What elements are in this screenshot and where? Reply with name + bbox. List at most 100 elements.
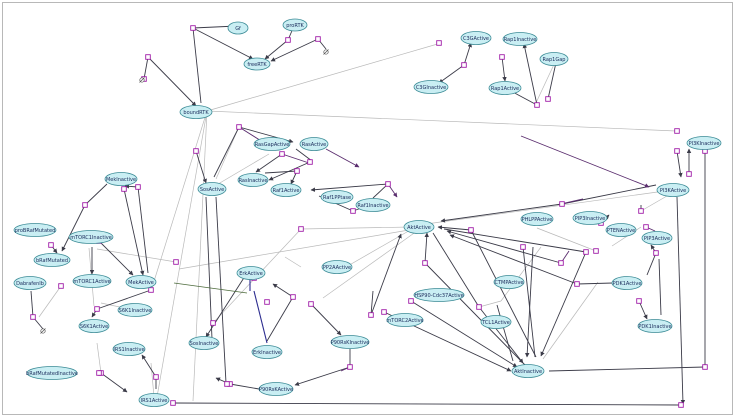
process-node[interactable] <box>643 224 649 230</box>
node-prortk[interactable]: proRTK <box>282 18 308 32</box>
node-sosinactive[interactable]: SosInactive <box>188 336 220 350</box>
process-node[interactable] <box>468 227 474 233</box>
process-node[interactable] <box>236 124 242 130</box>
node-p90rskactive[interactable]: P90RsKActive <box>258 382 294 396</box>
process-node[interactable] <box>290 294 296 300</box>
process-node[interactable] <box>193 148 199 154</box>
process-node[interactable] <box>686 171 692 177</box>
node-raf1pptase[interactable]: Raf1PPtase <box>320 190 354 204</box>
process-node[interactable] <box>173 259 179 265</box>
node-pi3kinactive[interactable]: PI3KInactive <box>686 136 722 150</box>
process-node[interactable] <box>148 287 154 293</box>
process-node[interactable] <box>30 314 36 320</box>
process-node[interactable] <box>294 168 300 174</box>
node-p90rskinactive[interactable]: P90RsKInactive <box>330 335 370 349</box>
process-node[interactable] <box>307 159 313 165</box>
process-node[interactable] <box>558 260 564 266</box>
process-node[interactable] <box>224 381 230 387</box>
node-brafmutated[interactable]: bRafMutated <box>33 253 71 267</box>
process-node[interactable] <box>436 40 442 46</box>
process-node[interactable] <box>545 96 551 102</box>
node-irs1inactive[interactable]: IRS1Inactive <box>112 342 146 356</box>
node-rap1active[interactable]: Rap1Active <box>488 81 522 95</box>
node-s6k1inactive[interactable]: S6K1Inactive <box>117 303 153 317</box>
node-hsp90active[interactable]: HSP90-Cdc37Active <box>413 288 465 302</box>
node-erkactive[interactable]: ErkActive <box>236 266 266 280</box>
node-pp2aactive[interactable]: PP2AActive <box>321 260 353 274</box>
node-rasactive[interactable]: RasActive <box>299 137 329 151</box>
process-node[interactable] <box>285 37 291 43</box>
process-node[interactable] <box>385 181 391 187</box>
process-node[interactable] <box>94 306 100 312</box>
process-node[interactable] <box>96 370 102 376</box>
node-raf1active[interactable]: Raf1Active <box>270 183 302 197</box>
node-aktinactive[interactable]: AktInactive <box>511 364 545 378</box>
node-erkinactive[interactable]: ErkInactive <box>251 345 283 359</box>
process-node[interactable] <box>702 364 708 370</box>
process-node[interactable] <box>315 36 321 42</box>
node-dabrafenib[interactable]: DabrafenIb <box>13 276 47 290</box>
process-node[interactable] <box>210 320 216 326</box>
process-node[interactable] <box>153 374 159 380</box>
node-ptenactive[interactable]: PTENActive <box>605 223 637 237</box>
node-rasgapactive[interactable]: RasGapActive <box>253 137 291 151</box>
process-node[interactable] <box>534 102 540 108</box>
process-node[interactable] <box>461 62 467 68</box>
process-node[interactable] <box>121 186 127 192</box>
node-ctmpactive[interactable]: CTMPActive <box>493 275 525 289</box>
process-node[interactable] <box>279 151 285 157</box>
process-node[interactable] <box>145 54 151 60</box>
node-pi3kactive[interactable]: PI3KActive <box>656 183 690 197</box>
process-node[interactable] <box>574 281 580 287</box>
node-mekactive[interactable]: MekActive <box>125 275 157 289</box>
process-node[interactable] <box>82 202 88 208</box>
process-node[interactable] <box>135 184 141 190</box>
node-pdk1active[interactable]: PDK1Active <box>611 276 643 290</box>
process-node[interactable] <box>381 309 387 315</box>
process-node[interactable] <box>653 250 659 256</box>
node-mekinactive[interactable]: MekInactive <box>104 172 138 186</box>
process-node[interactable] <box>408 298 414 304</box>
node-freertk[interactable]: freeRTK <box>243 57 271 71</box>
process-node[interactable] <box>422 260 428 266</box>
node-irs1active[interactable]: IRS1Active <box>138 393 170 407</box>
process-node[interactable] <box>674 148 680 154</box>
process-node[interactable] <box>476 304 482 310</box>
process-node[interactable] <box>520 244 526 250</box>
node-aktactive[interactable]: AktActive <box>403 220 435 234</box>
process-node[interactable] <box>499 54 505 60</box>
process-node[interactable] <box>636 298 642 304</box>
process-node[interactable] <box>170 400 176 406</box>
node-gf[interactable]: Gf <box>227 21 249 35</box>
process-node[interactable] <box>678 402 684 408</box>
process-node[interactable] <box>559 201 565 207</box>
node-mtorc1inactive[interactable]: mTORC1Inactive <box>68 230 114 244</box>
process-node[interactable] <box>593 248 599 254</box>
process-node[interactable] <box>190 25 196 31</box>
process-node[interactable] <box>350 208 356 214</box>
process-node[interactable] <box>308 301 314 307</box>
node-s6k1active[interactable]: S6K1Active <box>78 319 110 333</box>
node-raf1inactive[interactable]: Raf1Inactive <box>355 198 391 212</box>
process-node[interactable] <box>48 242 54 248</box>
process-node[interactable] <box>347 364 353 370</box>
node-probrafmutated[interactable]: proBRafMutated <box>13 223 57 237</box>
node-boundrtk[interactable]: boundRTK <box>179 105 213 119</box>
node-pip3active[interactable]: PIP3Active <box>641 231 673 245</box>
node-c3gactive[interactable]: C3GActive <box>460 31 492 45</box>
node-sosactive[interactable]: SosActive <box>197 182 227 196</box>
process-node[interactable] <box>298 226 304 232</box>
node-phlppactive[interactable]: PHLPPActive <box>520 212 554 226</box>
node-mtorc2active[interactable]: mTORC2Active <box>386 313 424 327</box>
process-node[interactable] <box>638 208 644 214</box>
node-tcl1active[interactable]: TCL1Active <box>480 315 512 329</box>
process-node[interactable] <box>368 312 374 318</box>
process-node[interactable] <box>264 299 270 305</box>
process-node[interactable] <box>674 128 680 134</box>
node-rasinactive[interactable]: RasInactive <box>237 173 269 187</box>
node-mtorc1active[interactable]: mTORC1Active <box>72 274 112 288</box>
process-node[interactable] <box>58 283 64 289</box>
node-brafmutatedinactive[interactable]: bRafMutatedInactive <box>26 366 78 380</box>
node-pdk1inactive[interactable]: PDK1Inactive <box>637 319 673 333</box>
process-node[interactable] <box>583 249 589 255</box>
